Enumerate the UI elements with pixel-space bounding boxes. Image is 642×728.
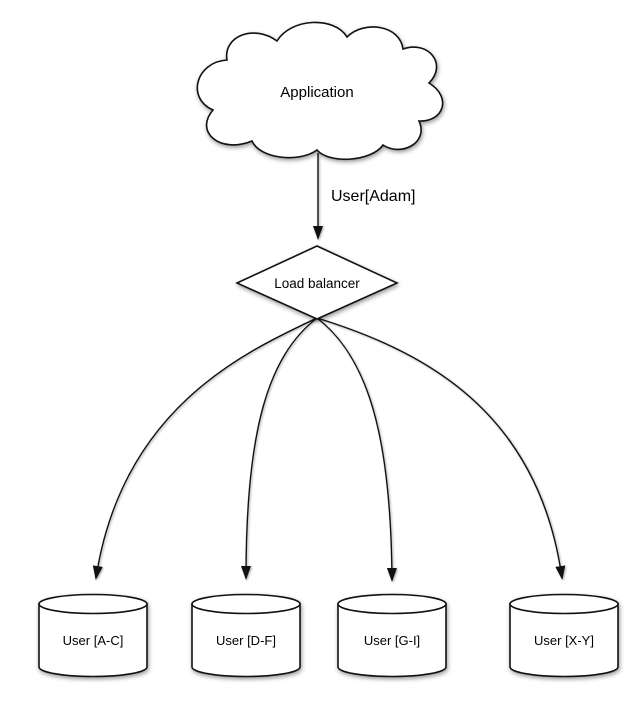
cylinder-top xyxy=(509,593,619,615)
database-cylinder-icon xyxy=(337,603,447,678)
shard-x-y-label: User [X-Y] xyxy=(534,633,594,648)
shard-a-c-label: User [A-C] xyxy=(63,633,124,648)
application-label: Application xyxy=(280,84,353,101)
shard-g-i-label: User [G-I] xyxy=(364,633,420,648)
shard-cylinder-a-c xyxy=(38,593,148,678)
edge-load-balancer-to-shard-x-y xyxy=(316,317,566,580)
cylinder-top xyxy=(191,593,301,615)
edge-load-balancer-to-shard-a-c xyxy=(92,317,318,580)
shard-d-f-label: User [D-F] xyxy=(216,633,276,648)
edges xyxy=(92,153,566,582)
diamond-icon xyxy=(235,245,399,320)
database-cylinder-icon xyxy=(191,603,301,678)
database-cylinder-icon xyxy=(509,603,619,678)
shard-cylinder-x-y xyxy=(509,593,619,678)
edge-load-balancer-to-shard-g-i xyxy=(316,317,397,582)
cylinder-top xyxy=(38,593,148,615)
edge-load-balancer-to-shard-d-f xyxy=(241,317,318,580)
load-balancer-diamond xyxy=(235,245,399,320)
database-cylinder-icon xyxy=(38,603,148,678)
application-cloud xyxy=(196,21,444,160)
shard-cylinder-g-i xyxy=(337,593,447,678)
request-edge-label: User[Adam] xyxy=(331,188,415,205)
shard-cylinder-d-f xyxy=(191,593,301,678)
load-balancer-label: Load balancer xyxy=(274,276,360,291)
cylinder-top xyxy=(337,593,447,615)
cloud-icon xyxy=(196,21,444,160)
